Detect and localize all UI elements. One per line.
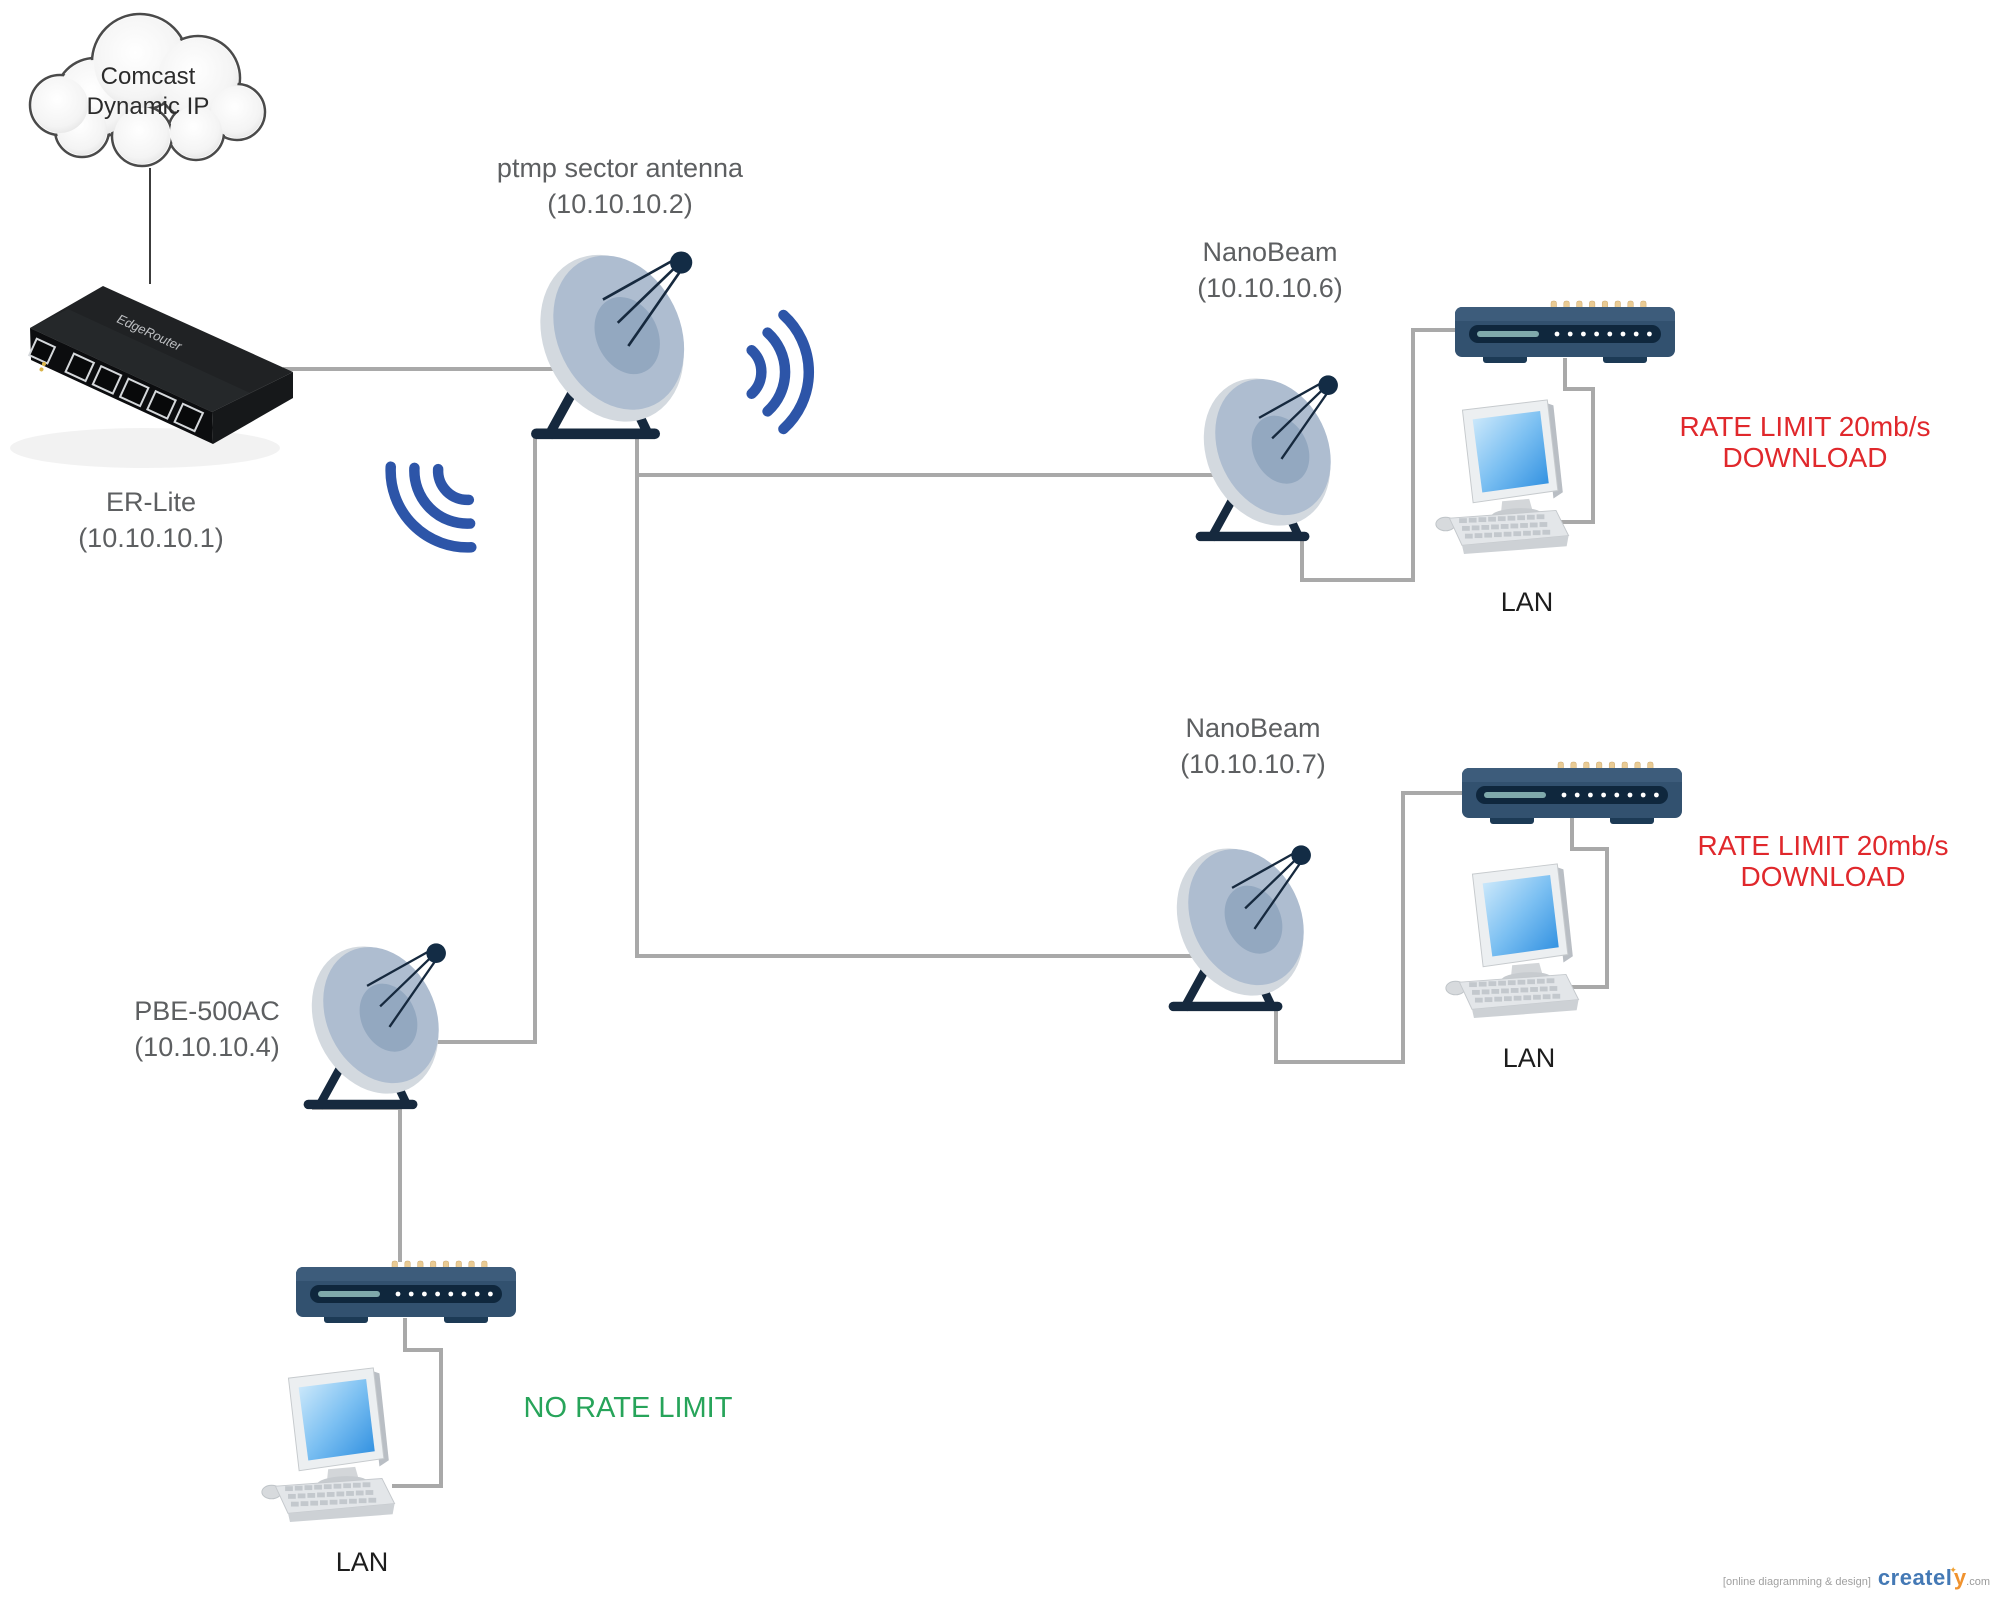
nanobeam-bottom-antenna-icon[interactable]	[1153, 826, 1329, 1017]
lan-label-pbe: LAN	[335, 1547, 389, 1577]
switch-nanobeam-top[interactable]	[1454, 300, 1676, 364]
lan-label-top: LAN	[1500, 587, 1554, 617]
cable-switch-bottom-to-computer	[1560, 818, 1609, 989]
cable-switch-lan-to-computer	[392, 1318, 443, 1488]
computer-nanobeam-top[interactable]	[1435, 398, 1570, 555]
switch-pbe[interactable]	[295, 1260, 517, 1324]
wifi-waves-left-icon	[373, 444, 494, 565]
rate-limit-note-bottom: RATE LIMIT 20mb/s DOWNLOAD	[1697, 830, 1949, 892]
switch-nanobeam-bottom[interactable]	[1461, 761, 1683, 825]
watermark-tagline: [online diagramming & design]	[1722, 1576, 1871, 1588]
cable-pbe-to-switch	[312, 1106, 402, 1262]
cable-switch-top-to-computer	[1548, 358, 1595, 524]
nanobeam-top-label: NanoBeam (10.10.10.6)	[1197, 237, 1343, 303]
cloud-label: Comcast Dynamic IP	[86, 63, 210, 120]
lan-label-bottom: LAN	[1502, 1043, 1556, 1073]
rate-limit-note-top: RATE LIMIT 20mb/s DOWNLOAD	[1679, 411, 1931, 473]
edgerouter-device[interactable]: EdgeRouter	[10, 286, 293, 468]
cable-sector-to-nanobeam-bottom	[635, 436, 1215, 958]
nanobeam-top-antenna-icon[interactable]	[1180, 356, 1356, 547]
no-rate-limit-note: NO RATE LIMIT	[523, 1392, 733, 1424]
pbe-antenna-icon[interactable]	[288, 924, 464, 1115]
router-label: ER-Lite (10.10.10.1)	[78, 487, 224, 553]
cables	[149, 168, 1609, 1488]
internet-cloud-icon[interactable]	[28, 12, 267, 168]
computer-pbe[interactable]	[261, 1366, 396, 1523]
computer-nanobeam-bottom[interactable]	[1445, 862, 1580, 1019]
lightbulb-icon: ✦	[1949, 1565, 1957, 1575]
wifi-waves-right-icon	[752, 315, 809, 429]
nanobeam-bottom-label: NanoBeam (10.10.10.7)	[1180, 713, 1326, 779]
cable-nanobeam-top-to-switch	[1300, 328, 1457, 582]
creately-watermark: [online diagramming & design] createl✦y.…	[1723, 1565, 1990, 1591]
creately-logo: createl✦y.com	[1877, 1565, 1990, 1590]
ptmp-sector-antenna-icon[interactable]	[513, 230, 713, 446]
pbe-label: PBE-500AC (10.10.10.4)	[134, 996, 280, 1062]
cable-nanobeam-bottom-to-switch	[1274, 791, 1464, 1064]
sector-antenna-label: ptmp sector antenna (10.10.10.2)	[496, 153, 744, 219]
